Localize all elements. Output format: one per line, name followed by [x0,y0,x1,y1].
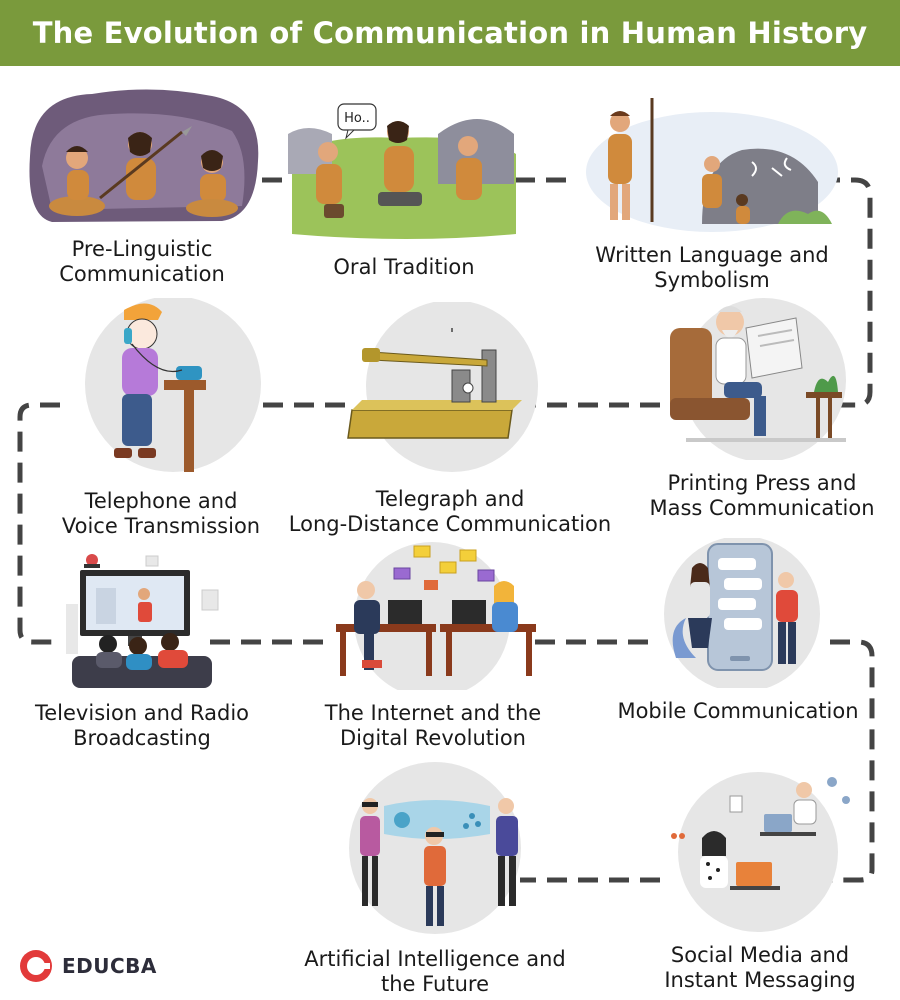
stage-telephone: Telephone and Voice Transmission [58,296,264,539]
stage-ai: Artificial Intelligence and the Future [300,760,570,997]
stage-social-media: Social Media and Instant Messaging [654,760,866,993]
educba-logo-icon [20,950,52,982]
stage-label: Social Media and Instant Messaging [664,943,856,992]
stage-mobile: Mobile Communication [606,536,870,724]
stage-oral-tradition: Ho.. Oral Tradition [288,94,520,280]
stage-pre-linguistic: Pre-Linguistic Communication [22,86,262,287]
title-banner: The Evolution of Communication in Human … [0,0,900,66]
cave-people-icon [22,86,262,231]
storytelling-icon: Ho.. [288,94,520,249]
stage-printing-press: Printing Press and Mass Communication [646,288,878,521]
newspaper-reader-icon [646,288,878,465]
television-icon [26,548,258,695]
stage-label: Oral Tradition [333,255,475,279]
stage-label: Television and Radio Broadcasting [35,701,249,750]
stage-label: Pre-Linguistic Communication [59,237,225,286]
logo-text: EDUCBA [62,954,157,978]
stage-television: Television and Radio Broadcasting [26,548,258,751]
video-call-icon [654,760,866,937]
stage-label: Artificial Intelligence and the Future [304,947,566,996]
stage-label: The Internet and the Digital Revolution [324,701,542,750]
vr-hologram-icon [300,760,570,941]
telephone-icon [58,296,264,483]
stage-label: Telephone and Voice Transmission [61,489,261,538]
educba-logo: EDUCBA [18,948,157,984]
telegraph-key-icon [282,300,618,481]
email-office-icon [314,540,552,698]
speech-bubble: Ho.. [344,111,370,126]
stage-label: Written Language and Symbolism [595,243,829,292]
stage-label: Printing Press and Mass Communication [649,471,875,520]
stage-internet: The Internet and the Digital Revolution [314,540,552,751]
smartphone-icon [606,536,870,693]
stage-label: Mobile Communication [617,699,859,723]
stage-written-language: Written Language and Symbolism [582,92,842,293]
cave-painting-icon [582,92,842,237]
page-title: The Evolution of Communication in Human … [32,16,868,50]
stage-label: Telegraph and Long-Distance Communicatio… [288,487,612,536]
stage-telegraph: Telegraph and Long-Distance Communicatio… [282,300,618,537]
